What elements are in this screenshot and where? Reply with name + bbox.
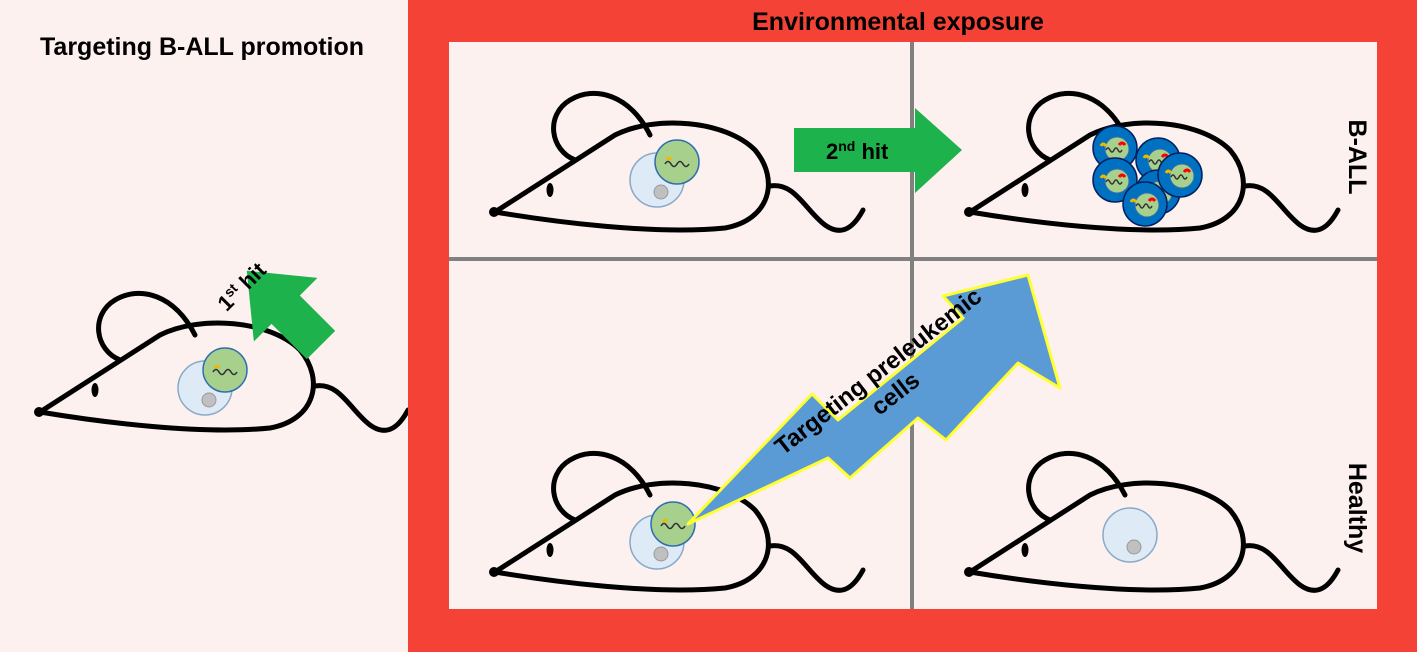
second-hit-label: 2nd hit: [826, 138, 889, 164]
row-label-ball: B-ALL: [1343, 120, 1371, 195]
lightning-bolt: [686, 273, 1062, 526]
frame-title: Environmental exposure: [752, 8, 1044, 36]
second-hit-arrow: [794, 108, 962, 193]
first-hit-arrow: [246, 270, 336, 360]
left-panel-title: Targeting B-ALL promotion: [40, 33, 364, 61]
row-label-healthy: Healthy: [1343, 463, 1371, 553]
